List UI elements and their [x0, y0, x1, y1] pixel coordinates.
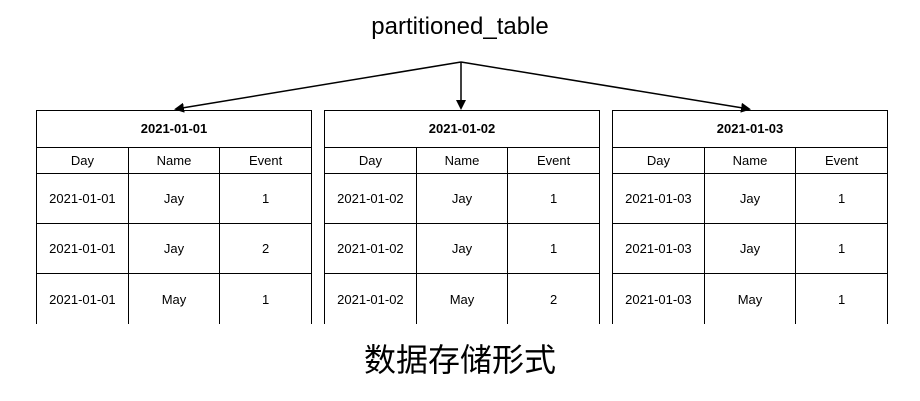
partition-table-1: 2021-01-01 Day Name Event 2021-01-01 Jay… [36, 110, 312, 324]
cell-event: 1 [795, 223, 887, 274]
column-header-day: Day [37, 148, 129, 174]
column-header-name: Name [416, 148, 509, 174]
table-row: 2021-01-02 Jay 1 [325, 223, 599, 274]
cell-event: 1 [507, 173, 599, 224]
partition-grid: Day Name Event 2021-01-02 Jay 1 2021-01-… [325, 148, 599, 324]
partition-grid: Day Name Event 2021-01-03 Jay 1 2021-01-… [613, 148, 887, 324]
header-row: Day Name Event [613, 148, 887, 174]
arrow-to-partition-1 [174, 61, 462, 113]
column-header-day: Day [325, 148, 417, 174]
cell-event: 2 [549, 291, 558, 307]
column-header-event: Event [507, 148, 599, 174]
cell-day: 2021-01-02 [325, 273, 417, 324]
arrow-to-partition-3 [460, 61, 751, 113]
cell-day: 2021-01-02 [325, 173, 417, 224]
cell-name: May [416, 273, 509, 324]
column-header-name: Name [128, 148, 221, 174]
diagram-caption: 数据存储形式 [363, 341, 556, 379]
cell-name: Jay [416, 173, 509, 224]
partition-title: 2021-01-03 [613, 111, 887, 148]
table-row: 2021-01-01 Jay 1 [37, 173, 311, 224]
table-row: 2021-01-03 Jay 1 [613, 173, 887, 224]
cell-name: Jay [128, 173, 221, 224]
cell-name: Jay [704, 223, 797, 274]
cell-day: 2021-01-02 [325, 223, 417, 274]
column-header-event: Event [219, 148, 311, 174]
cell-event: 1 [219, 173, 311, 224]
cell-day: 2021-01-01 [37, 273, 129, 324]
column-header-event: Event [795, 148, 887, 174]
partition-table-3: 2021-01-03 Day Name Event 2021-01-03 Jay… [612, 110, 888, 324]
cell-event: 1 [507, 223, 599, 274]
cell-event: 1 [837, 291, 846, 307]
cell-day: 2021-01-01 [37, 223, 129, 274]
cell-day: 2021-01-01 [37, 173, 129, 224]
partition-title: 2021-01-01 [37, 111, 311, 148]
column-header-day: Day [613, 148, 705, 174]
partition-arrows [174, 61, 751, 113]
partition-grid: Day Name Event 2021-01-01 Jay 1 2021-01-… [37, 148, 311, 324]
cell-name: May [128, 273, 221, 324]
cell-name: Jay [704, 173, 797, 224]
cell-name: Jay [128, 223, 221, 274]
table-row: 2021-01-01 May 1 [37, 273, 311, 324]
cell-name: Jay [416, 223, 509, 274]
table-row: 2021-01-03 May 1 [613, 273, 887, 324]
cell-day: 2021-01-03 [613, 223, 705, 274]
table-row: 2021-01-02 May 2 [325, 273, 599, 324]
cell-name: May [704, 273, 797, 324]
cell-day: 2021-01-03 [613, 273, 705, 324]
cell-event: 1 [261, 291, 270, 307]
partition-table-2: 2021-01-02 Day Name Event 2021-01-02 Jay… [324, 110, 600, 324]
partition-title: 2021-01-02 [325, 111, 599, 148]
header-row: Day Name Event [37, 148, 311, 174]
cell-event: 2 [219, 223, 311, 274]
table-row: 2021-01-03 Jay 1 [613, 223, 887, 274]
root-table-title: partitioned_table [371, 13, 549, 40]
table-row: 2021-01-01 Jay 2 [37, 223, 311, 274]
header-row: Day Name Event [325, 148, 599, 174]
cell-event: 1 [795, 173, 887, 224]
table-row: 2021-01-02 Jay 1 [325, 173, 599, 224]
column-header-name: Name [704, 148, 797, 174]
cell-day: 2021-01-03 [613, 173, 705, 224]
